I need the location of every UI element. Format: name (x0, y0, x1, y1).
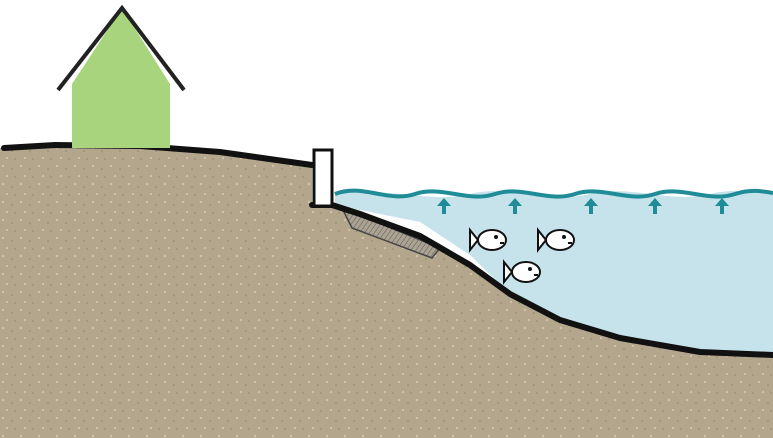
fish-icon (469, 227, 507, 253)
soil (0, 145, 773, 438)
arrow-up-icon (584, 198, 598, 214)
seawall (312, 148, 334, 208)
fish-icon (503, 259, 541, 285)
arrow-up-icon (715, 198, 729, 214)
revetment (340, 206, 442, 259)
water (335, 190, 773, 355)
fish-icon (537, 227, 575, 253)
water-surface-line (334, 188, 773, 199)
arrow-up-icon (648, 198, 662, 214)
house-icon (56, 4, 186, 148)
arrow-up-icon (437, 198, 451, 214)
arrow-up-icon (508, 198, 522, 214)
